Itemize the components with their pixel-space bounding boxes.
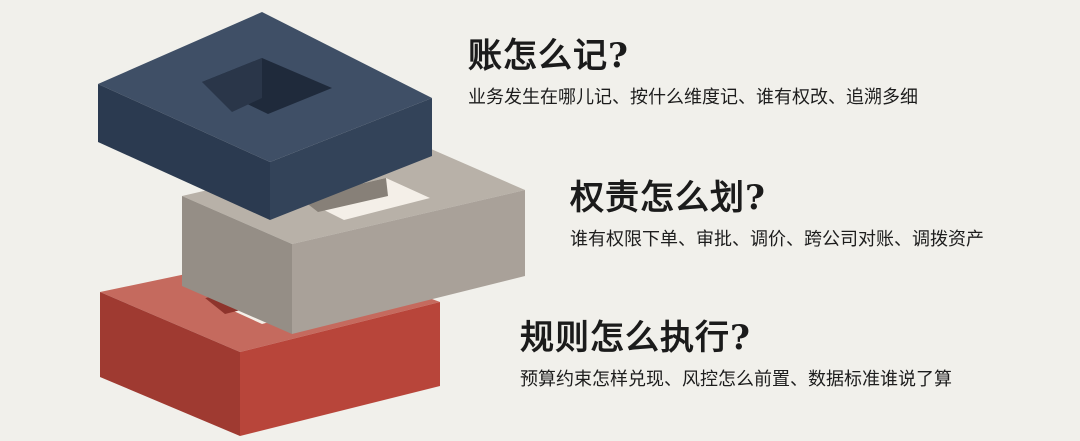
navy-layer-left-face (98, 84, 270, 220)
navy-layer-right-face (270, 98, 432, 220)
section-heading: 账怎么记? (468, 36, 629, 76)
gray-layer-right-face (292, 190, 525, 334)
section-description: 预算约束怎样兑现、风控怎么前置、数据标准谁说了算 (520, 369, 952, 390)
section-description: 业务发生在哪儿记、按什么维度记、谁有权改、追溯多细 (468, 87, 918, 108)
red-layer-right-face (240, 302, 440, 436)
gray-layer-left-face (182, 196, 292, 334)
navy-layer-hole-wall (202, 58, 262, 112)
section-heading: 权责怎么划? (570, 178, 766, 218)
section-account-recording: 账怎么记? 业务发生在哪儿记、按什么维度记、谁有权改、追溯多细 (468, 36, 918, 110)
section-heading: 规则怎么执行? (520, 318, 751, 358)
section-description: 谁有权限下单、审批、调价、跨公司对账、调拨资产 (570, 229, 984, 250)
section-rule-execution: 规则怎么执行? 预算约束怎样兑现、风控怎么前置、数据标准谁说了算 (520, 318, 952, 392)
red-layer-left-face (100, 292, 240, 436)
section-authority-division: 权责怎么划? 谁有权限下单、审批、调价、跨公司对账、调拨资产 (570, 178, 984, 252)
navy-layer (98, 12, 432, 220)
gray-layer-hole-wall (300, 178, 388, 212)
